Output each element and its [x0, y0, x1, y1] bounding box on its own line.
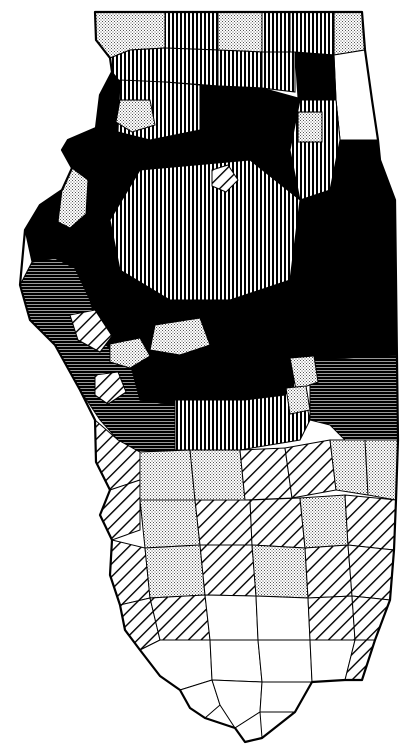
region-east-hatch [309, 354, 399, 441]
county-boone [261, 11, 291, 53]
county-s13 [344, 494, 397, 551]
state-outline [18, 10, 400, 744]
county-s23 [255, 595, 311, 641]
county-stipple-west-island [109, 337, 151, 369]
county-ogle [164, 47, 219, 87]
county-stipple-north-island [297, 111, 323, 143]
county-s10 [194, 499, 253, 546]
county-s27 [209, 639, 263, 683]
county-kane [261, 51, 296, 93]
central-counties [19, 71, 399, 453]
county-winnebago [217, 11, 263, 53]
county-s16 [199, 544, 257, 597]
county-s7 [364, 439, 399, 501]
county-s12 [299, 494, 349, 549]
county-stephenson [164, 11, 219, 51]
county-lake [333, 11, 366, 56]
county-s19 [347, 544, 395, 601]
county-stipple-east-2 [285, 385, 311, 415]
county-s21 [149, 594, 211, 641]
county-dekalb [217, 49, 263, 89]
county-s9 [139, 499, 201, 549]
county-s3 [189, 449, 246, 501]
county-diag-west-1 [69, 309, 113, 353]
county-s2 [139, 449, 196, 501]
county-s24 [307, 595, 356, 641]
county-s18 [304, 544, 353, 599]
county-s11 [249, 497, 306, 549]
county-stipple-east-island [289, 355, 319, 391]
region-center-hatch [109, 159, 301, 301]
southern-counties [94, 418, 399, 743]
county-s5 [284, 439, 337, 499]
county-s17 [251, 544, 309, 599]
county-dupage [294, 51, 337, 101]
county-s8 [99, 479, 141, 541]
county-s6 [329, 439, 369, 496]
county-s4 [239, 447, 293, 501]
county-diag-west-2 [94, 371, 127, 405]
county-stipple-center-island [149, 317, 211, 356]
county-s15 [144, 544, 206, 599]
county-s28 [257, 639, 313, 683]
county-stipple-nw-2 [115, 99, 156, 133]
county-s22 [204, 594, 259, 641]
county-mchenry [289, 11, 335, 56]
region-east-center-black [329, 199, 397, 336]
county-isolated-diag-north [211, 164, 239, 193]
